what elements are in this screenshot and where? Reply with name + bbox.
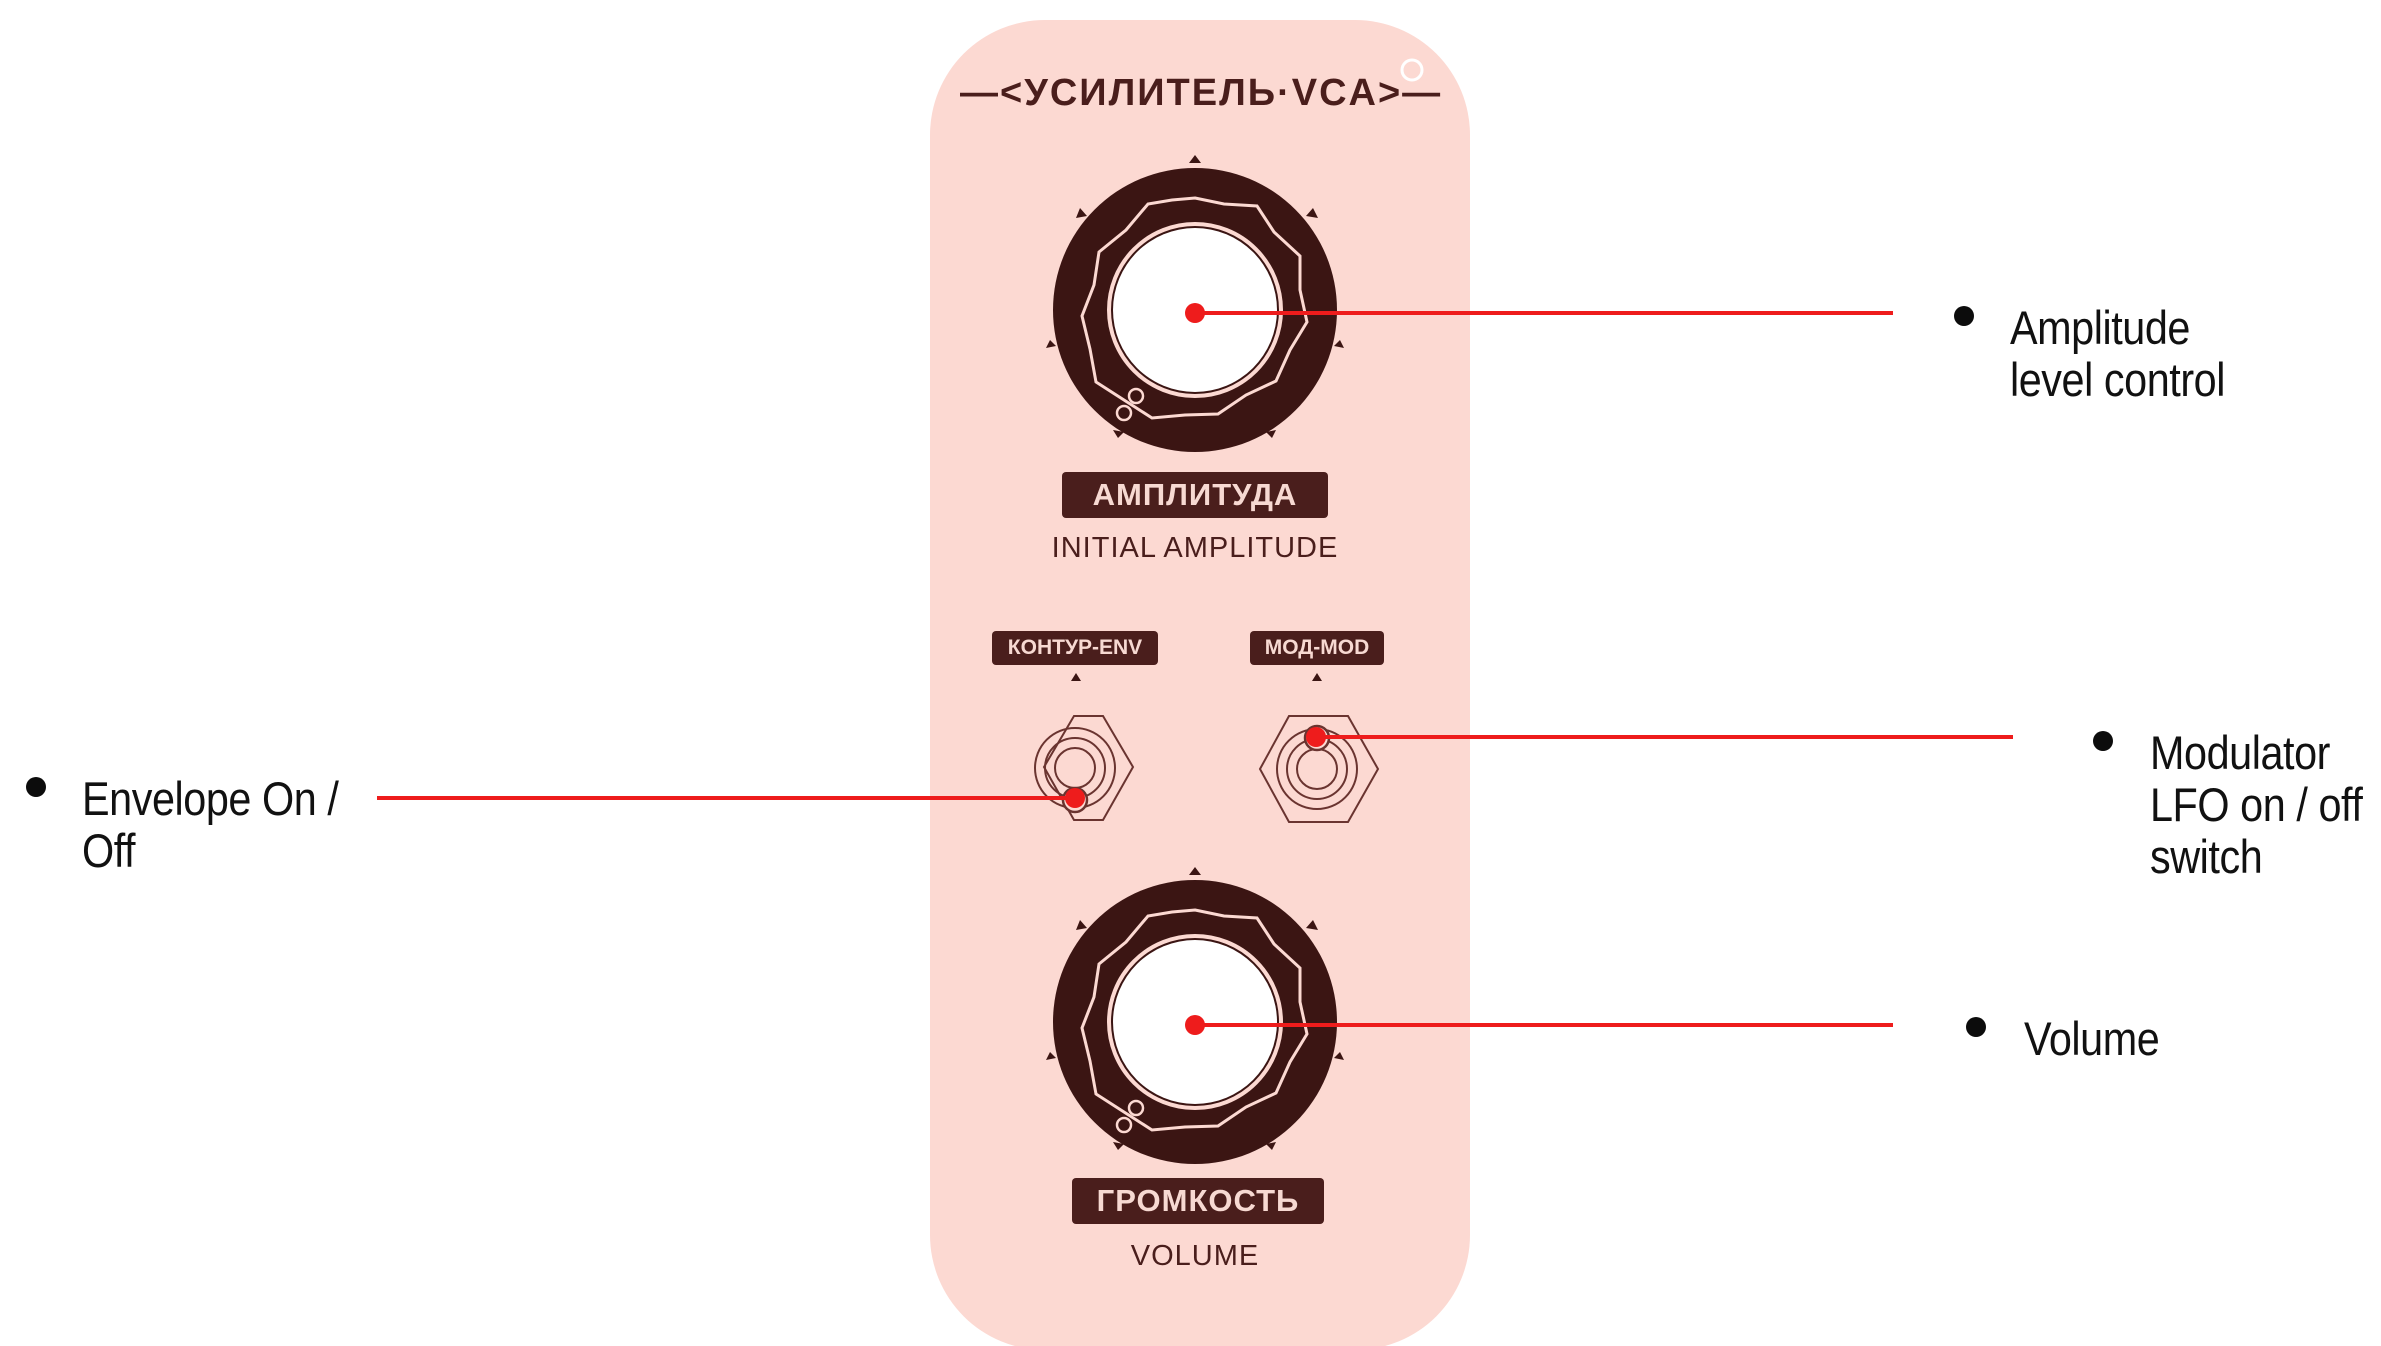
leader-dot-modulator (1306, 727, 1326, 747)
envelope-switch-label: КОНТУР-ENV (992, 631, 1158, 665)
callout-bullet-volume (1966, 1017, 1986, 1037)
volume-label-ru: ГРОМКОСТЬ (1072, 1178, 1324, 1224)
callout-bullet-amplitude (1954, 306, 1974, 326)
amplitude-label-ru: АМПЛИТУДА (1062, 472, 1328, 518)
modulation-switch-label: МОД-MOD (1250, 631, 1384, 665)
callout-envelope-line1: Envelope On / (82, 773, 338, 825)
callout-bullet-modulator (2093, 731, 2113, 751)
callout-amplitude: Amplitude level control (2010, 302, 2225, 406)
callout-amplitude-line1: Amplitude (2010, 302, 2225, 354)
callout-envelope-line2: Off (82, 825, 338, 877)
leader-dot-volume (1185, 1015, 1205, 1035)
callout-volume-line1: Volume (2024, 1013, 2159, 1065)
amplitude-label-en: INITIAL AMPLITUDE (1020, 532, 1370, 565)
volume-label-en: VOLUME (1020, 1240, 1370, 1273)
callout-amplitude-line2: level control (2010, 354, 2225, 406)
callout-envelope: Envelope On / Off (82, 773, 338, 877)
leader-dot-amplitude (1185, 303, 1205, 323)
module-title: —<УСИЛИТЕЛЬ·VCA>— (960, 72, 1420, 115)
callout-bullet-envelope (26, 777, 46, 797)
callout-modulator-line2: LFO on / off (2150, 779, 2362, 831)
callout-modulator-line1: Modulator (2150, 727, 2362, 779)
callout-volume: Volume (2024, 1013, 2159, 1065)
callout-modulator: Modulator LFO on / off switch (2150, 727, 2362, 883)
callout-modulator-line3: switch (2150, 831, 2362, 883)
leader-dot-envelope (1065, 788, 1085, 808)
